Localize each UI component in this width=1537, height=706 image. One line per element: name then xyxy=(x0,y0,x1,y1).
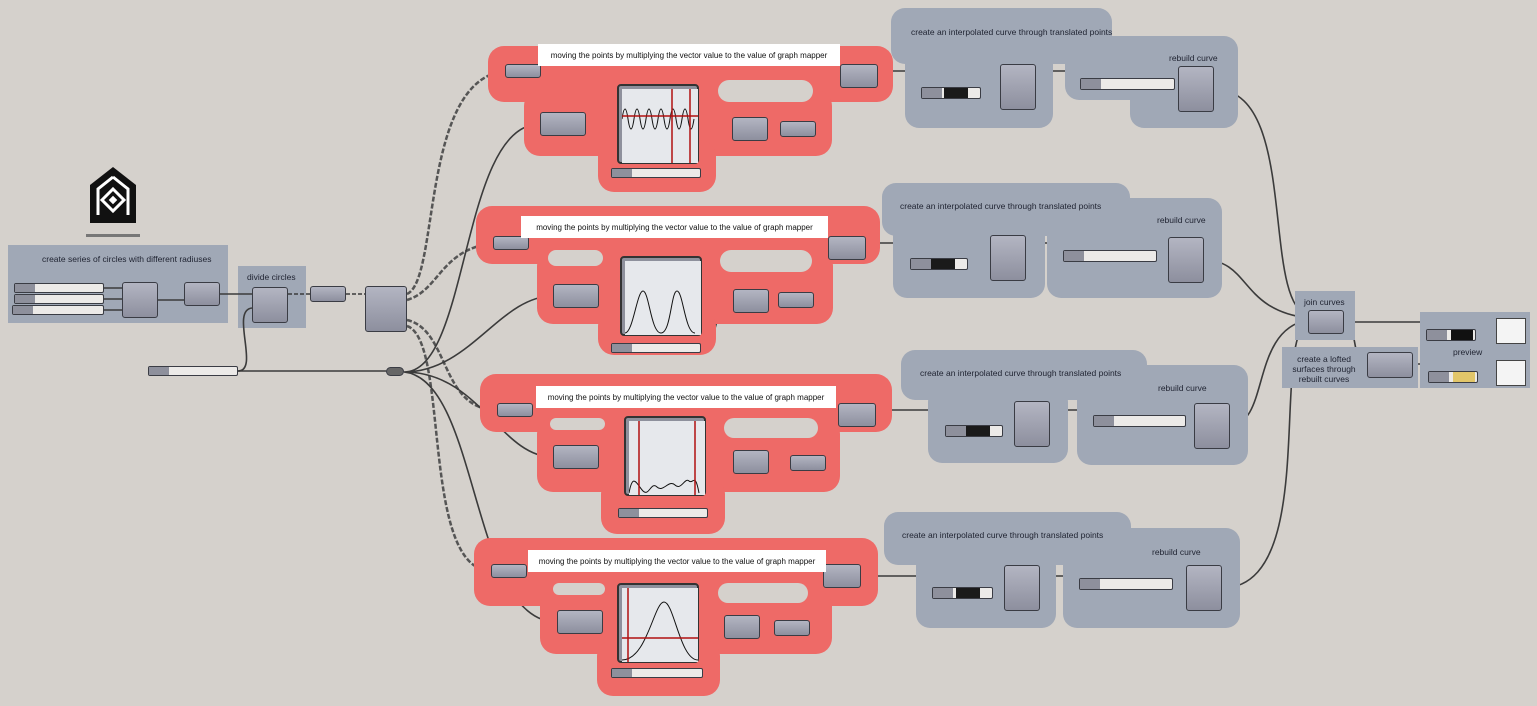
component[interactable] xyxy=(540,112,586,136)
logo xyxy=(86,165,140,237)
group-label: create an interpolated curve through tra… xyxy=(902,530,1104,540)
count-slider[interactable] xyxy=(148,366,238,376)
graph-mapper-sine[interactable] xyxy=(617,84,699,164)
rebuild-component[interactable] xyxy=(1168,237,1204,283)
factor-slider[interactable] xyxy=(611,343,701,353)
graph-mapper-bezier[interactable] xyxy=(620,256,702,336)
group-label: divide circles xyxy=(247,272,296,282)
join-curves-component[interactable] xyxy=(1308,310,1344,334)
group-label: rebuild curve xyxy=(1152,547,1201,557)
points-component[interactable] xyxy=(310,286,346,302)
group-gap xyxy=(550,418,605,430)
list-component[interactable] xyxy=(365,286,407,332)
degree-slider[interactable] xyxy=(921,87,981,99)
multiply-component[interactable] xyxy=(732,117,768,141)
group-gap xyxy=(720,250,812,272)
colour-swatch[interactable] xyxy=(1428,371,1478,383)
graph-mapper-spline[interactable] xyxy=(624,416,706,496)
mapper-label: moving the points by multiplying the vec… xyxy=(528,550,826,572)
vector-component[interactable] xyxy=(774,620,810,636)
preview-component[interactable] xyxy=(1496,360,1526,386)
group-gap xyxy=(553,583,605,595)
mapper-label: moving the points by multiplying the vec… xyxy=(538,44,840,66)
radius-slider[interactable] xyxy=(14,294,104,304)
house-logo-icon xyxy=(90,167,136,223)
interpolate-component[interactable] xyxy=(1000,64,1036,110)
count-slider[interactable] xyxy=(1079,578,1173,590)
interpolate-component[interactable] xyxy=(1004,565,1040,611)
mapper-label: moving the points by multiplying the vec… xyxy=(521,216,828,238)
graph-curve xyxy=(622,588,698,662)
group-label: create series of circles with different … xyxy=(42,254,212,264)
relay-node[interactable] xyxy=(386,367,404,376)
degree-slider[interactable] xyxy=(945,425,1003,437)
graph-mapper-gaussian[interactable] xyxy=(617,583,699,663)
count-slider[interactable] xyxy=(1063,250,1157,262)
move-component[interactable] xyxy=(823,564,861,588)
group-label: join curves xyxy=(1304,297,1345,307)
degree-slider[interactable] xyxy=(932,587,993,599)
group-gap xyxy=(548,250,603,266)
preview-component[interactable] xyxy=(1496,318,1526,344)
loft-component[interactable] xyxy=(1367,352,1413,378)
component[interactable] xyxy=(553,284,599,308)
vector-component[interactable] xyxy=(780,121,816,137)
logo-caption-bar xyxy=(86,234,140,237)
mapper-label: moving the points by multiplying the vec… xyxy=(536,386,836,408)
colour-swatch[interactable] xyxy=(1426,329,1476,341)
component[interactable] xyxy=(557,610,603,634)
vector-component[interactable] xyxy=(790,455,826,471)
radius-slider[interactable] xyxy=(12,305,104,315)
count-slider[interactable] xyxy=(1093,415,1186,427)
circle-component[interactable] xyxy=(122,282,158,318)
group-label: create an interpolated curve through tra… xyxy=(911,27,1113,37)
multiply-component[interactable] xyxy=(733,289,769,313)
input-param[interactable] xyxy=(497,403,533,417)
group-gap xyxy=(718,80,813,102)
group-label: create an interpolated curve through tra… xyxy=(900,201,1102,211)
multiply-component[interactable] xyxy=(733,450,769,474)
input-param[interactable] xyxy=(493,236,529,250)
move-component[interactable] xyxy=(840,64,878,88)
factor-slider[interactable] xyxy=(618,508,708,518)
radius-slider[interactable] xyxy=(14,283,104,293)
group-label: create an interpolated curve through tra… xyxy=(920,368,1122,378)
graph-curve xyxy=(629,421,705,495)
count-slider[interactable] xyxy=(1080,78,1175,90)
group-label: preview xyxy=(1453,347,1483,357)
move-component[interactable] xyxy=(838,403,876,427)
group-label: rebuild curve xyxy=(1157,215,1206,225)
rebuild-component[interactable] xyxy=(1186,565,1222,611)
curve-component[interactable] xyxy=(184,282,220,306)
vector-component[interactable] xyxy=(778,292,814,308)
interpolate-component[interactable] xyxy=(990,235,1026,281)
group-gap xyxy=(724,418,818,438)
group-gap xyxy=(718,583,808,603)
group-label: rebuild curve xyxy=(1169,53,1218,63)
graph-curve xyxy=(625,261,701,335)
group-label: rebuild curve xyxy=(1158,383,1207,393)
rebuild-component[interactable] xyxy=(1194,403,1230,449)
input-param[interactable] xyxy=(491,564,527,578)
input-param[interactable] xyxy=(505,64,541,78)
degree-slider[interactable] xyxy=(910,258,968,270)
group-label: create a lofted surfaces through rebuilt… xyxy=(1292,354,1356,384)
factor-slider[interactable] xyxy=(611,168,701,178)
graph-curve xyxy=(622,89,698,163)
multiply-component[interactable] xyxy=(724,615,760,639)
rebuild-component[interactable] xyxy=(1178,66,1214,112)
factor-slider[interactable] xyxy=(611,668,703,678)
component[interactable] xyxy=(553,445,599,469)
interpolate-component[interactable] xyxy=(1014,401,1050,447)
divide-curve-component[interactable] xyxy=(252,287,288,323)
move-component[interactable] xyxy=(828,236,866,260)
